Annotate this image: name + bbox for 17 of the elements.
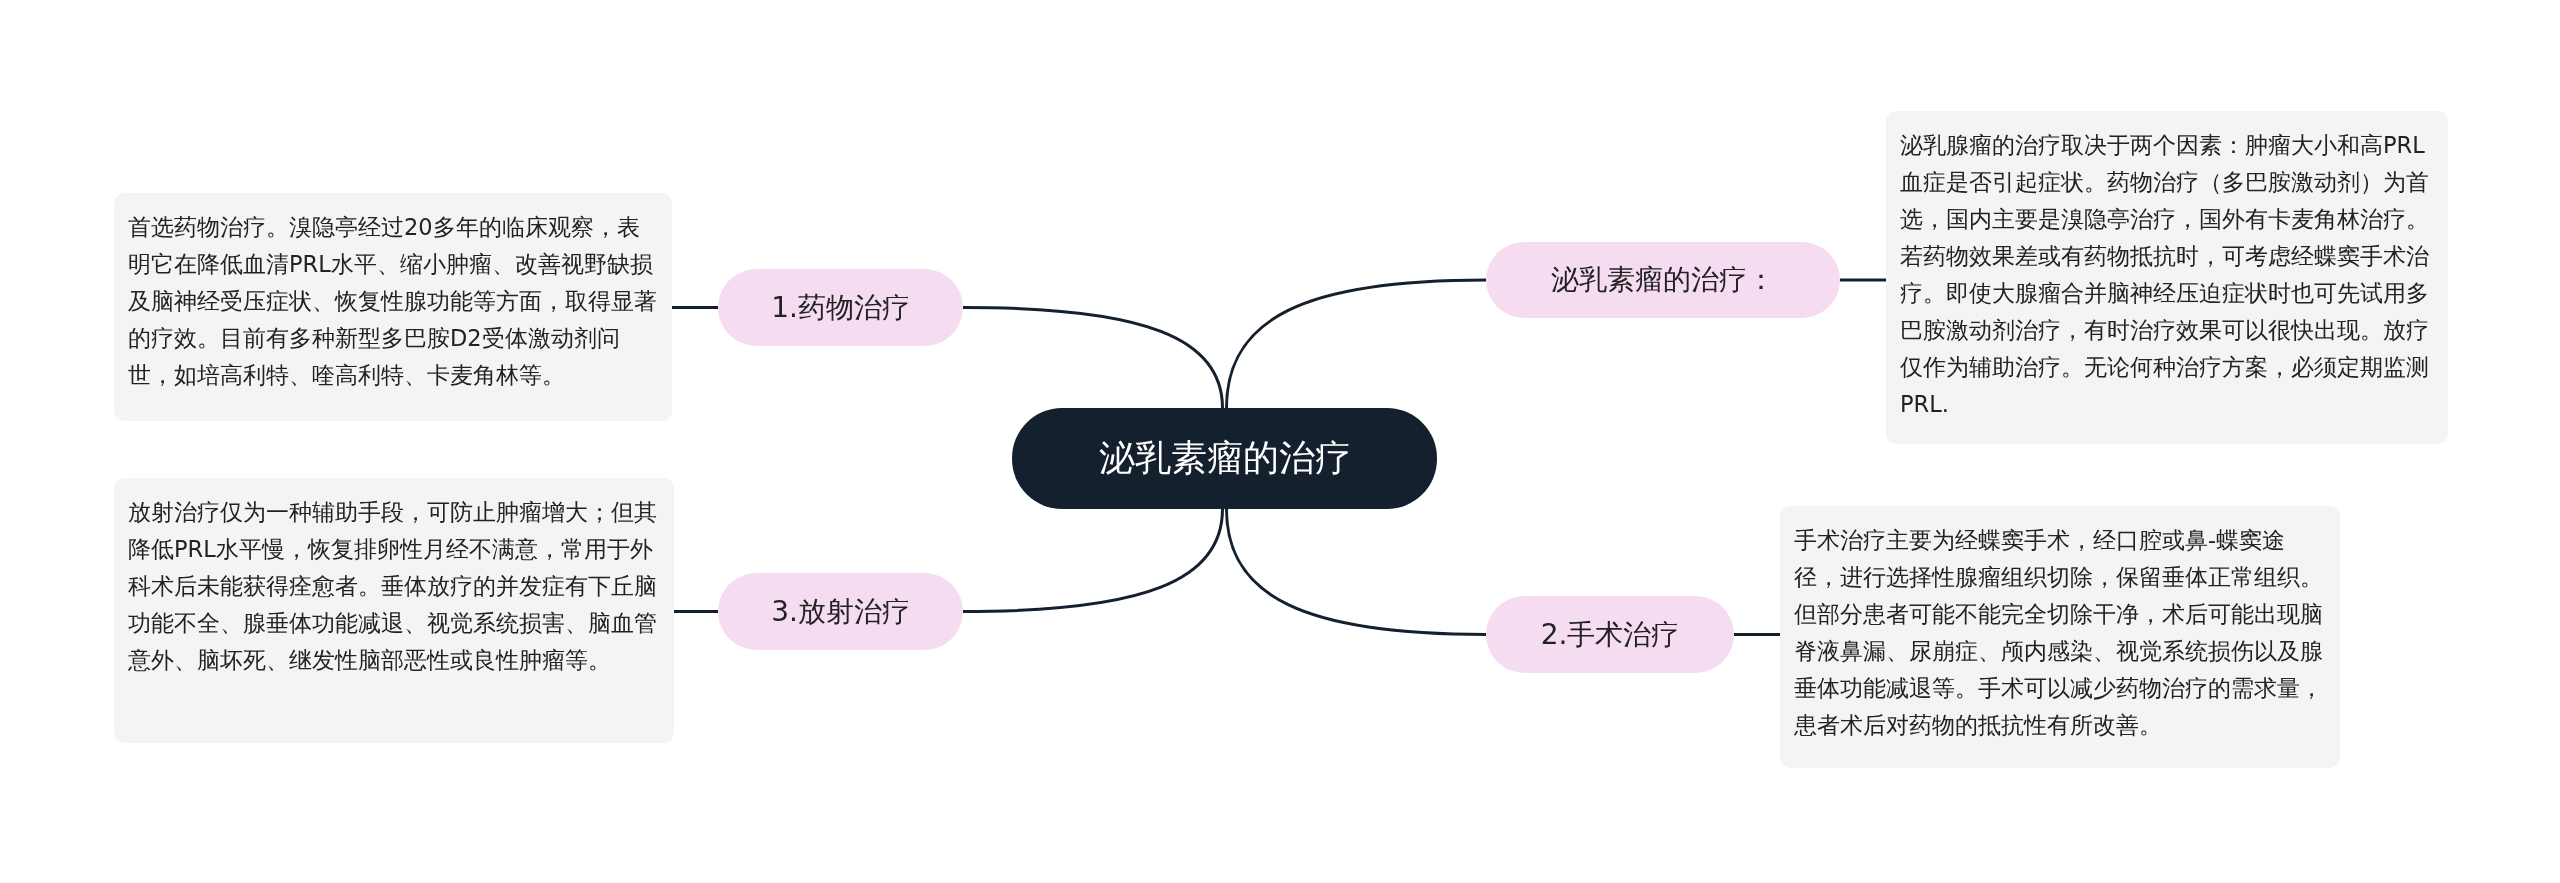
connector-line: [962, 306, 1224, 409]
central-topic: 泌乳素瘤的治疗: [1012, 408, 1437, 509]
branch-topic: 2.手术治疗: [1486, 596, 1734, 673]
connector-line: [672, 306, 718, 309]
branch-topic: 1.药物治疗: [718, 269, 963, 346]
note-card: 首选药物治疗。溴隐亭经过20多年的临床观察，表明它在降低血清PRL水平、缩小肿瘤、改善视野缺损及脑神经受压症状、恢复性腺功能等方面，取得显著的疗效。目前有多种新型多巴胺D2受体激动剂问世，如培高利特、喹高利特、卡麦角林等。: [114, 193, 672, 421]
connector-line: [962, 508, 1224, 613]
branch-topic: 3.放射治疗: [718, 573, 963, 650]
connector-line: [1225, 278, 1487, 409]
connector-line: [1225, 508, 1487, 636]
note-card: 手术治疗主要为经蝶窦手术，经口腔或鼻-蝶窦途径，进行选择性腺瘤组织切除，保留垂体正常组织。但部分患者可能不能完全切除干净，术后可能出现脑脊液鼻漏、尿崩症、颅内感染、视觉系统损伤以及腺垂体功能减退等。手术可以减少药物治疗的需求量，患者术后对药物的抵抗性有所改善。: [1780, 506, 2340, 768]
connector-line: [1734, 633, 1780, 636]
note-card: 放射治疗仅为一种辅助手段，可防止肿瘤增大；但其降低PRL水平慢，恢复排卵性月经不满意，常用于外科术后未能获得痊愈者。垂体放疗的并发症有下丘脑功能不全、腺垂体功能减退、视觉系统损害、脑血管意外、脑坏死、继发性脑部恶性或良性肿瘤等。: [114, 478, 674, 743]
note-card: 泌乳腺瘤的治疗取决于两个因素：肿瘤大小和高PRL血症是否引起症状。药物治疗（多巴胺激动剂）为首选，国内主要是溴隐亭治疗，国外有卡麦角林治疗。若药物效果差或有药物抵抗时，可考虑经蝶窦手术治疗。即使大腺瘤合并脑神经压迫症状时也可先试用多巴胺激动剂治疗，有时治疗效果可以很快出现。放疗仅作为辅助治疗。无论何种治疗方案，必须定期监测PRL.: [1886, 111, 2448, 444]
branch-topic: 泌乳素瘤的治疗：: [1486, 242, 1840, 318]
connector-line: [1840, 278, 1886, 282]
connector-line: [674, 610, 718, 613]
